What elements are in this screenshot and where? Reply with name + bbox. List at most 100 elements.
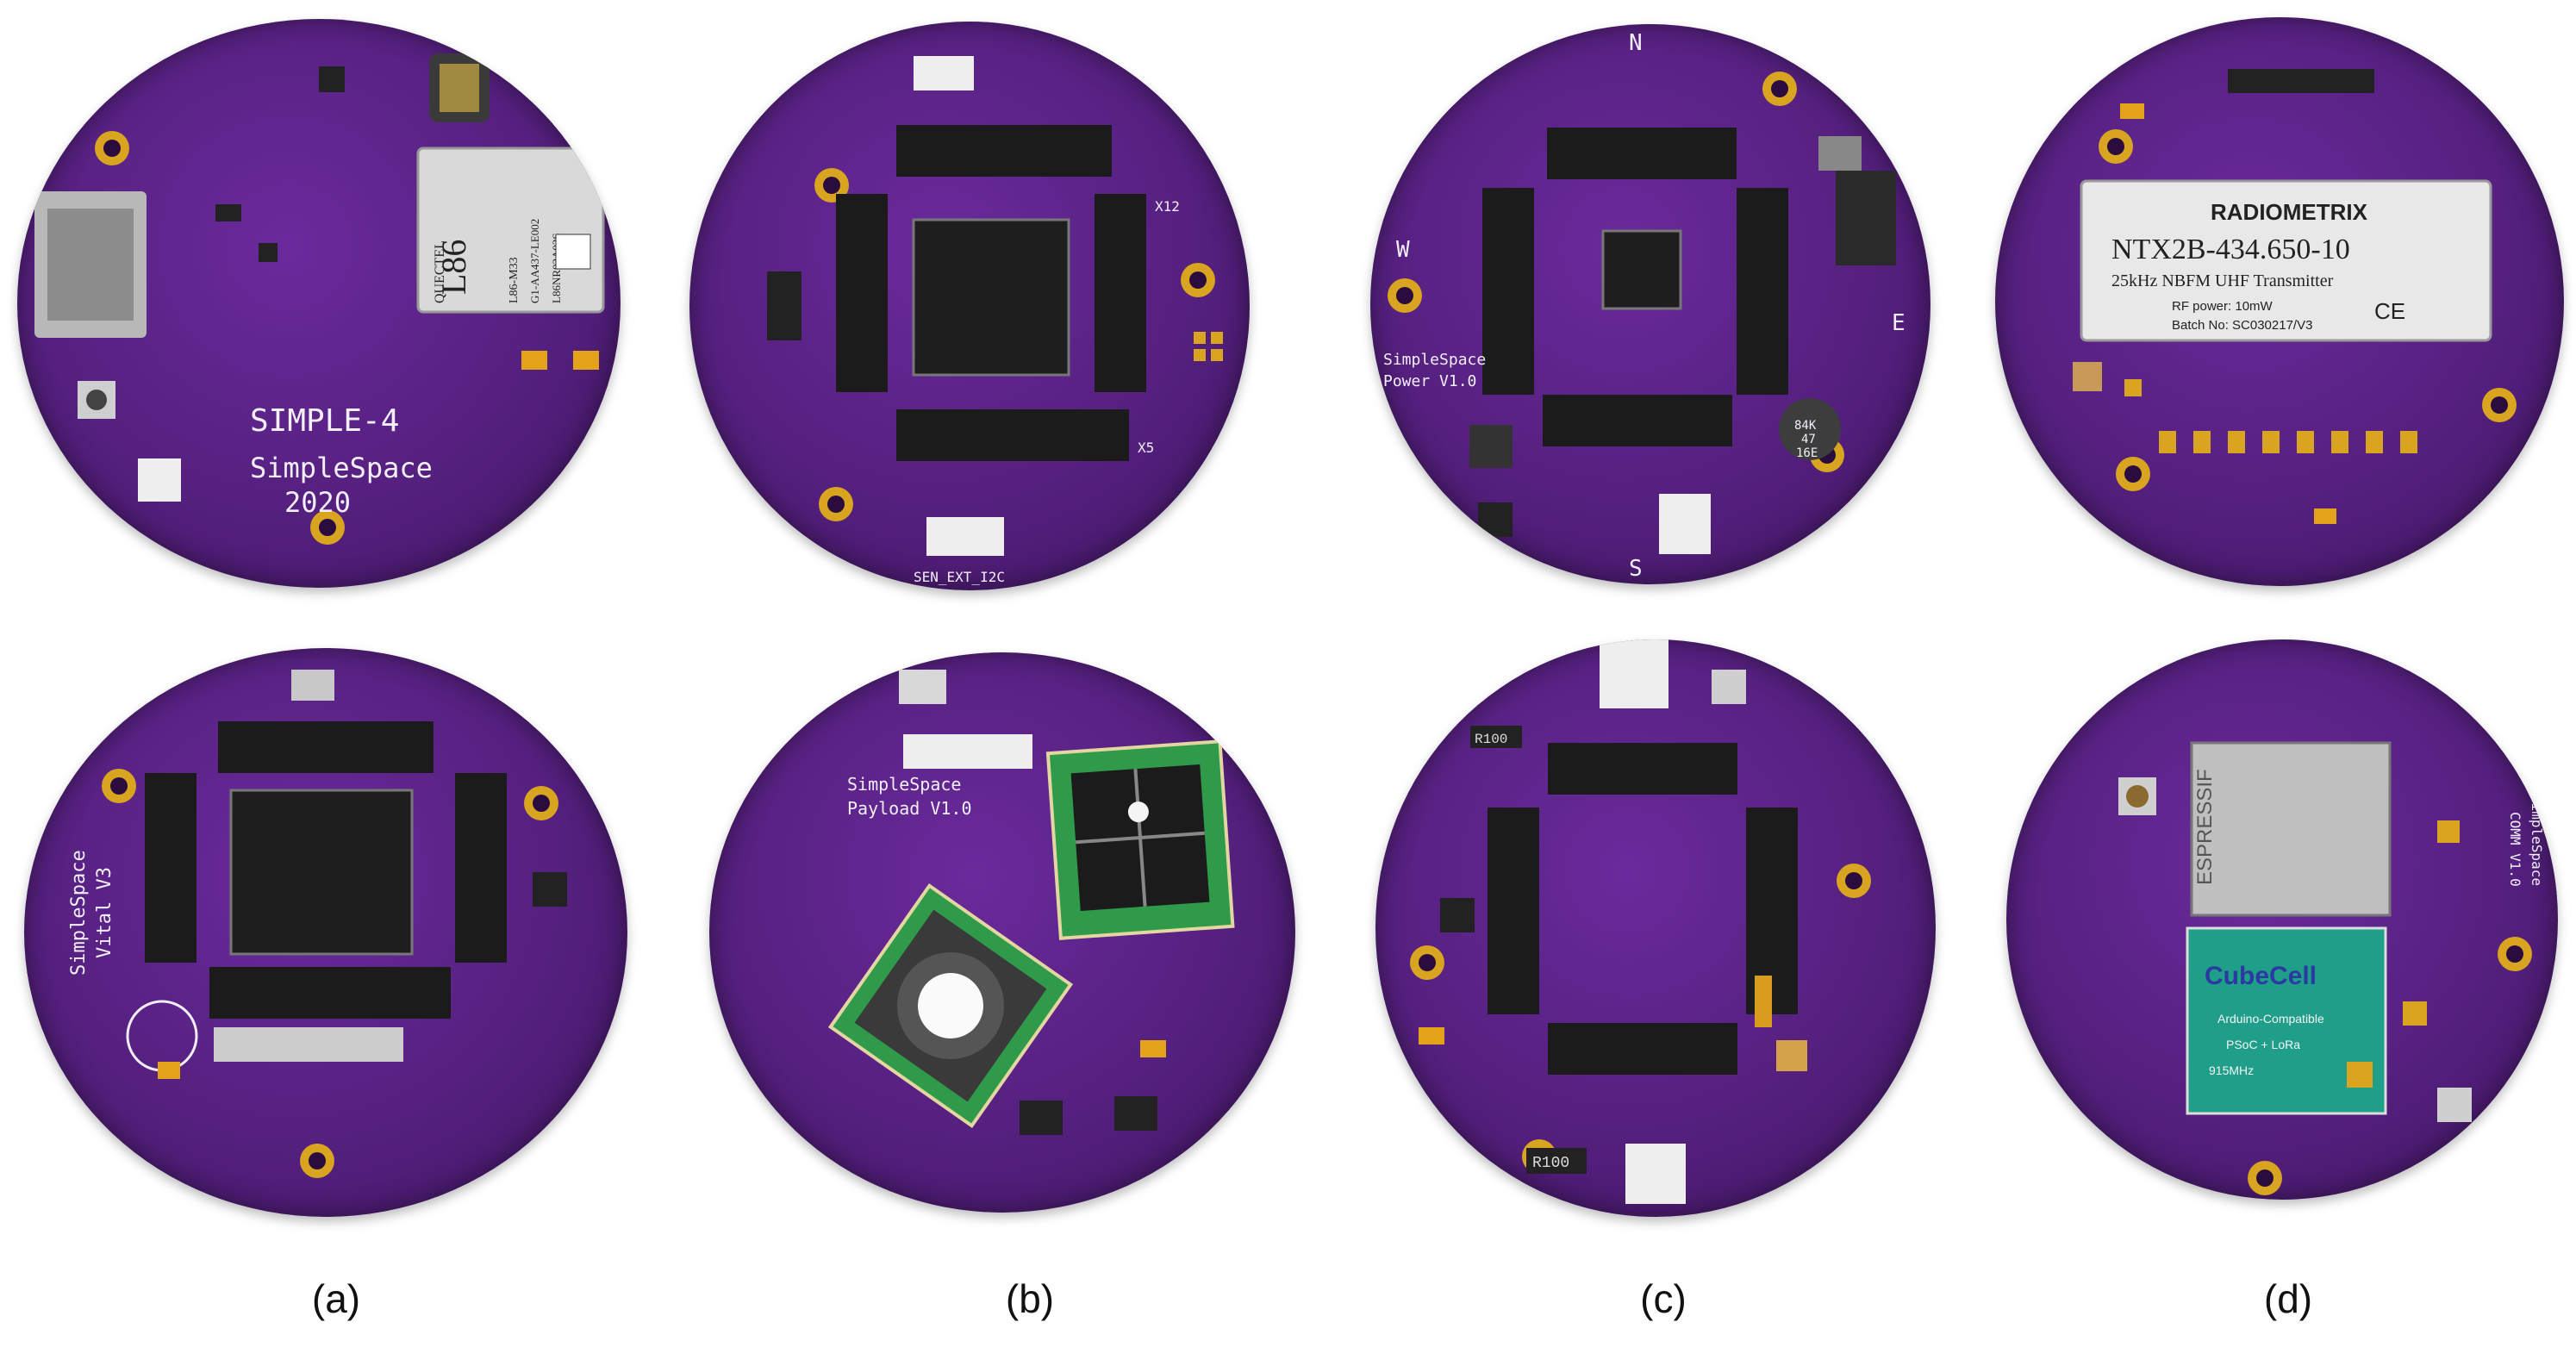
potentiometer — [2073, 362, 2102, 391]
caption-b: (b) — [1005, 1276, 1055, 1321]
header-right — [1737, 188, 1788, 395]
header-top — [896, 125, 1112, 177]
header-left — [836, 194, 888, 392]
board-label-1: SimpleSpace — [68, 850, 90, 976]
resistor-label-2: R100 — [1532, 1155, 1569, 1172]
ribbon-connector — [214, 1027, 403, 1062]
board-b-top-art: SEN_EXT_I2C X12 X5 — [767, 56, 1223, 585]
gps-part: L86-M33 — [508, 257, 521, 303]
header-left — [145, 773, 196, 963]
transmitter-module — [2080, 179, 2492, 342]
board-b-bottom: SimpleSpace Payload V1.0 — [709, 652, 1295, 1213]
cube-line-2: PSoC + LoRa — [2226, 1038, 2300, 1051]
gas-sensor-1 — [1045, 739, 1235, 940]
board-year: 2020 — [284, 486, 351, 519]
usb-connector — [291, 670, 334, 701]
gps-brand: QUECTEL — [433, 240, 447, 303]
qr-code — [555, 234, 591, 270]
header-top — [1548, 743, 1737, 795]
resistor — [1470, 726, 1522, 748]
module-batch: Batch No: SC030217/V3 — [2172, 318, 2312, 333]
header-left — [1488, 808, 1539, 1014]
board-title: SIMPLE-4 — [250, 403, 399, 439]
battery-outline — [126, 1000, 198, 1072]
board-label-1: SimpleSpace — [847, 774, 961, 795]
board-label-2: COMM V1.0 — [2507, 812, 2523, 887]
cube-brand: CubeCell — [2205, 962, 2317, 990]
board-a-top: L86 QUECTEL L86-M33 G1-AA437-LE002 L86NR… — [17, 19, 621, 588]
connector-top — [903, 734, 1032, 769]
cap-text-1: 84K — [1794, 419, 1817, 433]
module-desc: 25kHz NBFM UHF Transmitter — [2111, 271, 2334, 290]
board-b-top: SEN_EXT_I2C X12 X5 — [689, 22, 1250, 590]
sensor-chip — [899, 670, 946, 704]
compass-north: N — [1629, 30, 1643, 56]
board-label-2: Vital V3 — [94, 867, 115, 958]
board-c-top: 84K 47 16E N S E W SimpleSpace Power V1.… — [1370, 24, 1930, 584]
board-c-bottom: R100 R100 — [1375, 639, 1936, 1217]
microcontroller — [912, 218, 1070, 377]
esp-brand: ESPRESSIF — [2193, 769, 2217, 885]
board-label-1: SimpleSpace — [2529, 795, 2545, 886]
compass-west: W — [1396, 237, 1410, 263]
header-right — [1095, 194, 1146, 392]
gps-module — [416, 147, 605, 314]
antenna-connector — [2437, 820, 2460, 843]
board-label-2: Payload V1.0 — [847, 798, 972, 819]
wifi-module — [2190, 741, 2392, 917]
i2c-connector — [926, 517, 1004, 556]
caption-d: (d) — [2263, 1276, 2313, 1321]
header-top — [218, 721, 433, 773]
cube-line-1: Arduino-Compatible — [2217, 1012, 2324, 1026]
board-a-bottom-art: SimpleSpace Vital V3 — [68, 670, 567, 1178]
module-power: RF power: 10mW — [2172, 299, 2273, 314]
ic-chip — [319, 66, 345, 92]
cube-line-3: 915MHz — [2209, 1063, 2254, 1077]
capacitor — [573, 351, 599, 370]
caption-a: (a) — [311, 1276, 361, 1321]
microcontroller — [1601, 229, 1682, 310]
compass-south: S — [1629, 556, 1643, 582]
gps-label: L86 — [434, 240, 473, 295]
push-button — [1712, 670, 1746, 704]
header-bottom — [1548, 1023, 1737, 1075]
power-connector — [1625, 1144, 1686, 1204]
module-marks: CE — [2374, 298, 2405, 324]
compass-east: E — [1892, 310, 1905, 336]
board-c-bottom-art: R100 R100 — [1410, 639, 1871, 1204]
resistor — [1526, 1148, 1587, 1174]
board-a-bottom: SimpleSpace Vital V3 — [24, 648, 627, 1217]
electrolytic-capacitor — [1779, 398, 1841, 460]
header-bottom — [1543, 395, 1732, 446]
header-bottom — [209, 967, 451, 1019]
board-maker: SimpleSpace — [250, 452, 433, 484]
cap-text-3: 16E — [1796, 446, 1818, 460]
antenna-connector — [2403, 1001, 2427, 1026]
led — [138, 458, 181, 502]
board-label-2: Power V1.0 — [1383, 372, 1476, 390]
board-d-top: RADIOMETRIX NTX2B-434.650-10 25kHz NBFM … — [1995, 17, 2564, 586]
ribbon-connector — [2228, 69, 2374, 93]
cap-text-2: 47 — [1801, 433, 1816, 446]
board-d-bottom: ESPRESSIF CubeCell Arduino-Compatible PS… — [2006, 639, 2558, 1200]
gas-sensor-2 — [827, 882, 1074, 1129]
header-top — [1547, 128, 1737, 179]
board-b-bottom-art: SimpleSpace Payload V1.0 — [827, 670, 1235, 1135]
potentiometer — [1776, 1040, 1807, 1071]
module-part: NTX2B-434.650-10 — [2111, 234, 2350, 265]
board-c-top-art: 84K 47 16E N S E W SimpleSpace Power V1.… — [1383, 30, 1905, 582]
header-bottom — [896, 409, 1129, 461]
board-label-1: SimpleSpace — [1383, 351, 1486, 369]
push-button — [2437, 1088, 2472, 1122]
caption-c: (c) — [1640, 1276, 1687, 1321]
power-connector — [1659, 494, 1711, 554]
gps-rev: G1-AA437-LE002 — [528, 219, 541, 303]
board-d-top-art: RADIOMETRIX NTX2B-434.650-10 25kHz NBFM … — [2073, 69, 2517, 524]
header-right — [455, 773, 507, 963]
resistor-label-1: R100 — [1475, 732, 1507, 747]
power-connector — [1600, 639, 1668, 708]
header-left — [1482, 188, 1534, 395]
header-label-1: X12 — [1155, 198, 1180, 215]
module-brand: RADIOMETRIX — [2211, 199, 2368, 225]
microcontroller — [229, 789, 414, 956]
